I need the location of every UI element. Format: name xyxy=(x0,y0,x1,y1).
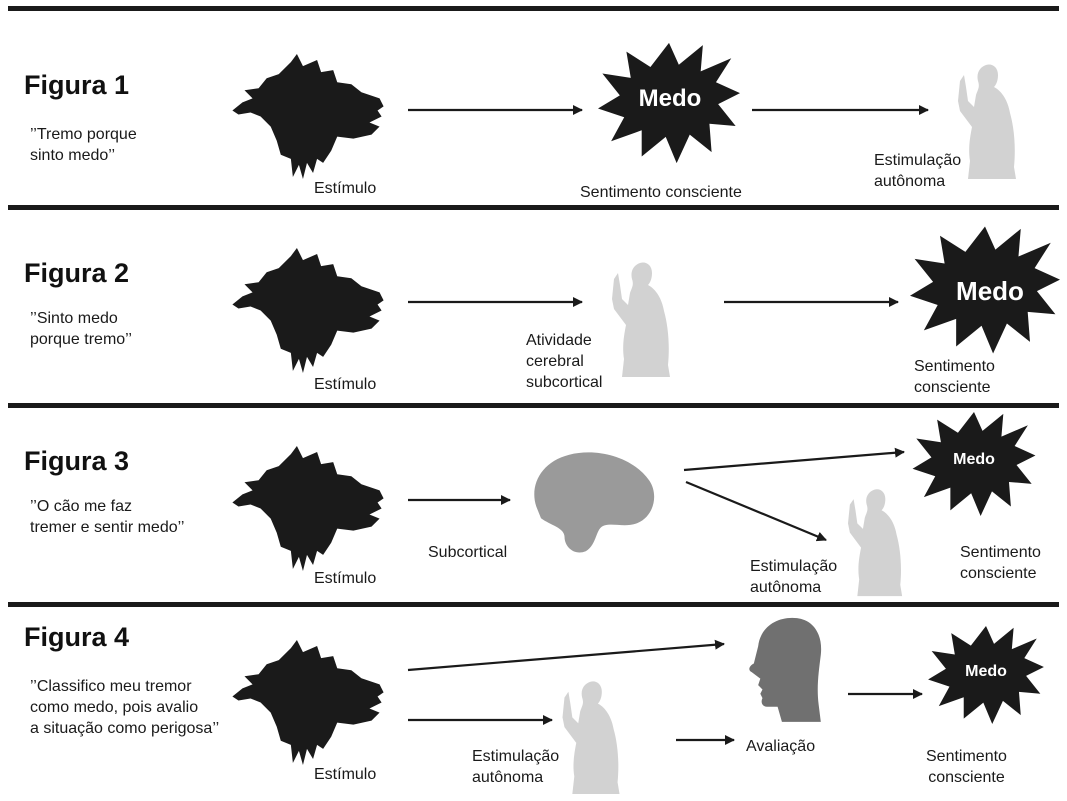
divider-2-3 xyxy=(8,403,1059,408)
figure-3-panel: Figura 3 ’’O cão me faz tremer e sentir … xyxy=(24,412,1041,597)
figure-4-feeling-label: Sentimento consciente xyxy=(926,748,1007,786)
figure-4-person-icon xyxy=(562,681,620,795)
figure-3-quote: ’’O cão me faz tremer e sentir medo’’ xyxy=(30,498,185,536)
figure-2-feeling-label: Sentimento consciente xyxy=(914,358,995,396)
figure-1-autonomic-label: Estimulação autônoma xyxy=(874,152,962,190)
figure-2-quote: ’’Sinto medo porque tremo’’ xyxy=(30,310,132,348)
figure-3-stimulus-label: Estímulo xyxy=(314,570,377,587)
figure-3-graphics: Medo xyxy=(232,412,1036,597)
figure-1-title: Figura 1 xyxy=(24,70,130,100)
figure-3-subcortical-label: Subcortical xyxy=(428,544,508,561)
figure-2-subcortical-label: Atividade cerebral subcortical xyxy=(526,332,603,391)
figure-1-burst-text: Medo xyxy=(639,85,702,112)
figure-2-title: Figura 2 xyxy=(24,258,130,288)
figure-3-title: Figura 3 xyxy=(24,446,130,476)
divider-3-4 xyxy=(8,602,1059,607)
figure-3-feeling-label: Sentimento consciente xyxy=(960,544,1041,582)
figure-1-graphics: Medo xyxy=(232,42,1016,179)
figure-4-title: Figura 4 xyxy=(24,622,130,652)
divider-top xyxy=(8,6,1059,11)
figure-3-arrow-subcortical-to-autonomic xyxy=(685,480,827,542)
figure-2-graphics: Medo xyxy=(232,226,1060,377)
figure-4-quote: ’’Classifico meu tremor como medo, pois … xyxy=(30,678,220,737)
figure-3-arrow-subcortical-to-feeling xyxy=(683,447,905,472)
figure-2-stimulus-label: Estímulo xyxy=(314,376,377,393)
figure-2-burst-text: Medo xyxy=(956,276,1024,306)
figure-4-autonomic-label: Estimulação autônoma xyxy=(472,748,560,786)
figure-4-arrow-stimulus-to-appraisal xyxy=(407,639,725,672)
figure-1-panel: Figura 1 ’’Tremo porque sinto medo’’ Med… xyxy=(0,0,1067,205)
figure-4-dog-icon xyxy=(232,640,384,765)
figure-1-quote: ’’Tremo porque sinto medo’’ xyxy=(30,126,137,164)
figure-2-panel: Figura 2 ’’Sinto medo porque tremo’’ Med… xyxy=(24,226,1060,396)
figure-4-head-icon xyxy=(749,617,822,722)
figure-1-feeling-label: Sentimento consciente xyxy=(580,184,742,201)
figure-1-stimulus-label: Estímulo xyxy=(314,180,377,197)
figure-3-autonomic-label: Estimulação autônoma xyxy=(750,558,838,596)
figure-4-burst-text: Medo xyxy=(965,663,1007,680)
figure-3-burst-text: Medo xyxy=(953,451,995,468)
divider-1-2 xyxy=(8,205,1059,210)
figure-4-appraisal-label: Avaliação xyxy=(746,738,816,755)
figure-4-stimulus-label: Estímulo xyxy=(314,766,377,783)
